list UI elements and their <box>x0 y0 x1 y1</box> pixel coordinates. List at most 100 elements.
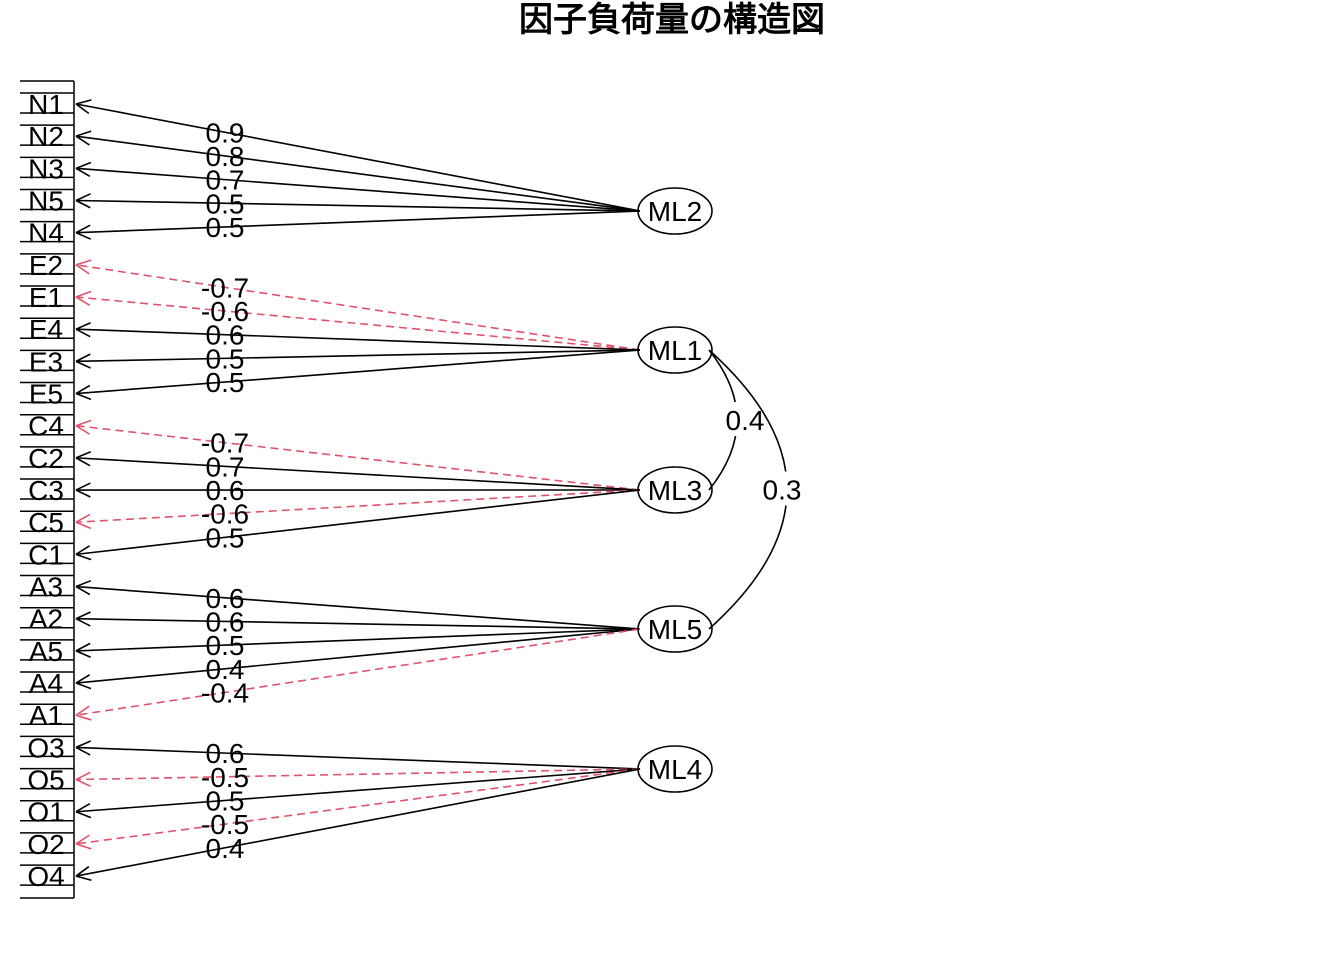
loading-path <box>75 768 641 877</box>
variable-label: C1 <box>28 539 64 570</box>
loading-path <box>75 457 641 491</box>
arrowhead <box>75 296 91 306</box>
arrowhead <box>75 322 91 330</box>
arrowhead <box>75 579 92 588</box>
arrowhead <box>75 224 91 234</box>
arrowhead <box>75 199 91 209</box>
variable-label: E1 <box>29 282 63 313</box>
loading-value: 0.9 <box>206 117 245 148</box>
loading-path <box>75 424 641 491</box>
loading-value: 0.6 <box>206 583 245 614</box>
loading-value: -0.6 <box>201 499 249 530</box>
arrowhead <box>75 714 92 721</box>
arrowhead <box>75 746 91 756</box>
variable-label: O1 <box>27 797 64 828</box>
loading-value: 0.5 <box>206 188 245 219</box>
loading-path <box>75 628 641 717</box>
loading-path <box>75 628 641 684</box>
correlation-value: 0.4 <box>726 405 765 436</box>
correlation-label-bg <box>758 471 806 506</box>
variable-label: N2 <box>28 121 64 152</box>
loading-path <box>75 264 641 351</box>
arrowhead <box>75 810 92 819</box>
variable-label: O3 <box>27 732 64 763</box>
factor-label: ML3 <box>648 475 702 506</box>
variable-label: C4 <box>28 411 64 442</box>
arrowhead <box>75 264 90 275</box>
factor-node <box>637 466 713 514</box>
loading-value: 0.5 <box>206 522 245 553</box>
arrowhead <box>75 489 91 498</box>
arrowhead <box>75 513 91 523</box>
loading-path <box>75 768 641 781</box>
variable-label: N1 <box>28 89 64 120</box>
arrowhead <box>75 482 91 491</box>
loading-value: 0.5 <box>206 343 245 374</box>
loading-path <box>75 617 641 630</box>
loading-value: -0.4 <box>201 677 249 708</box>
arrowhead <box>75 328 91 338</box>
arrowhead <box>75 553 92 561</box>
loading-path <box>75 489 641 556</box>
arrowhead <box>75 618 91 627</box>
loading-path <box>75 768 641 845</box>
variable-label: A1 <box>29 700 63 731</box>
factor-node <box>637 187 713 235</box>
arrowhead <box>75 130 92 137</box>
loading-value: 0.5 <box>206 367 245 398</box>
loading-value: 0.7 <box>206 451 245 482</box>
loading-path <box>75 199 641 212</box>
arrowhead <box>75 451 92 459</box>
variable-label: C2 <box>28 443 64 474</box>
arrowhead <box>75 521 92 530</box>
arrowhead <box>75 778 91 787</box>
factor-label: ML4 <box>648 754 702 785</box>
arrowhead <box>75 425 90 435</box>
arrowhead <box>75 545 90 556</box>
arrowhead <box>75 585 91 596</box>
variable-label: N4 <box>28 218 64 249</box>
variable-label: E2 <box>29 250 63 281</box>
variable-label: N3 <box>28 153 64 184</box>
arrowhead <box>75 259 92 266</box>
loading-value: 0.4 <box>206 833 245 864</box>
loading-value: 0.6 <box>206 320 245 351</box>
arrowhead <box>75 803 91 813</box>
arrowhead <box>75 843 92 850</box>
arrowhead <box>75 771 91 781</box>
variable-label: A2 <box>29 604 63 635</box>
arrowhead <box>75 674 91 684</box>
loading-value: -0.7 <box>201 428 249 459</box>
variable-label: N5 <box>28 186 64 217</box>
factor-node <box>637 745 713 793</box>
arrowhead <box>75 650 91 659</box>
loading-value: 0.4 <box>206 654 245 685</box>
arrowhead <box>75 384 91 395</box>
arrowhead <box>75 99 92 105</box>
variable-label: A5 <box>29 636 63 667</box>
correlation-value: 0.3 <box>763 475 802 506</box>
arrowhead <box>75 834 90 845</box>
loading-path <box>75 585 641 630</box>
variable-label: O5 <box>27 765 64 796</box>
factor-node <box>637 605 713 653</box>
arrowhead <box>75 231 91 240</box>
variable-label: E3 <box>29 346 63 377</box>
variable-label: O2 <box>27 829 64 860</box>
arrowhead <box>75 161 92 170</box>
arrowhead <box>75 875 92 882</box>
loading-value: 0.6 <box>206 606 245 637</box>
loading-path <box>75 296 641 351</box>
arrowhead <box>75 419 92 427</box>
loading-value: 0.5 <box>206 212 245 243</box>
factor-label: ML2 <box>648 196 702 227</box>
arrowhead <box>75 103 90 115</box>
loading-value: -0.7 <box>201 272 249 303</box>
factor-label: ML5 <box>648 614 702 645</box>
arrowhead <box>75 611 91 620</box>
variable-label: E5 <box>29 379 63 410</box>
loading-path <box>75 167 641 212</box>
arrowhead <box>75 642 91 652</box>
loading-path <box>75 746 641 770</box>
